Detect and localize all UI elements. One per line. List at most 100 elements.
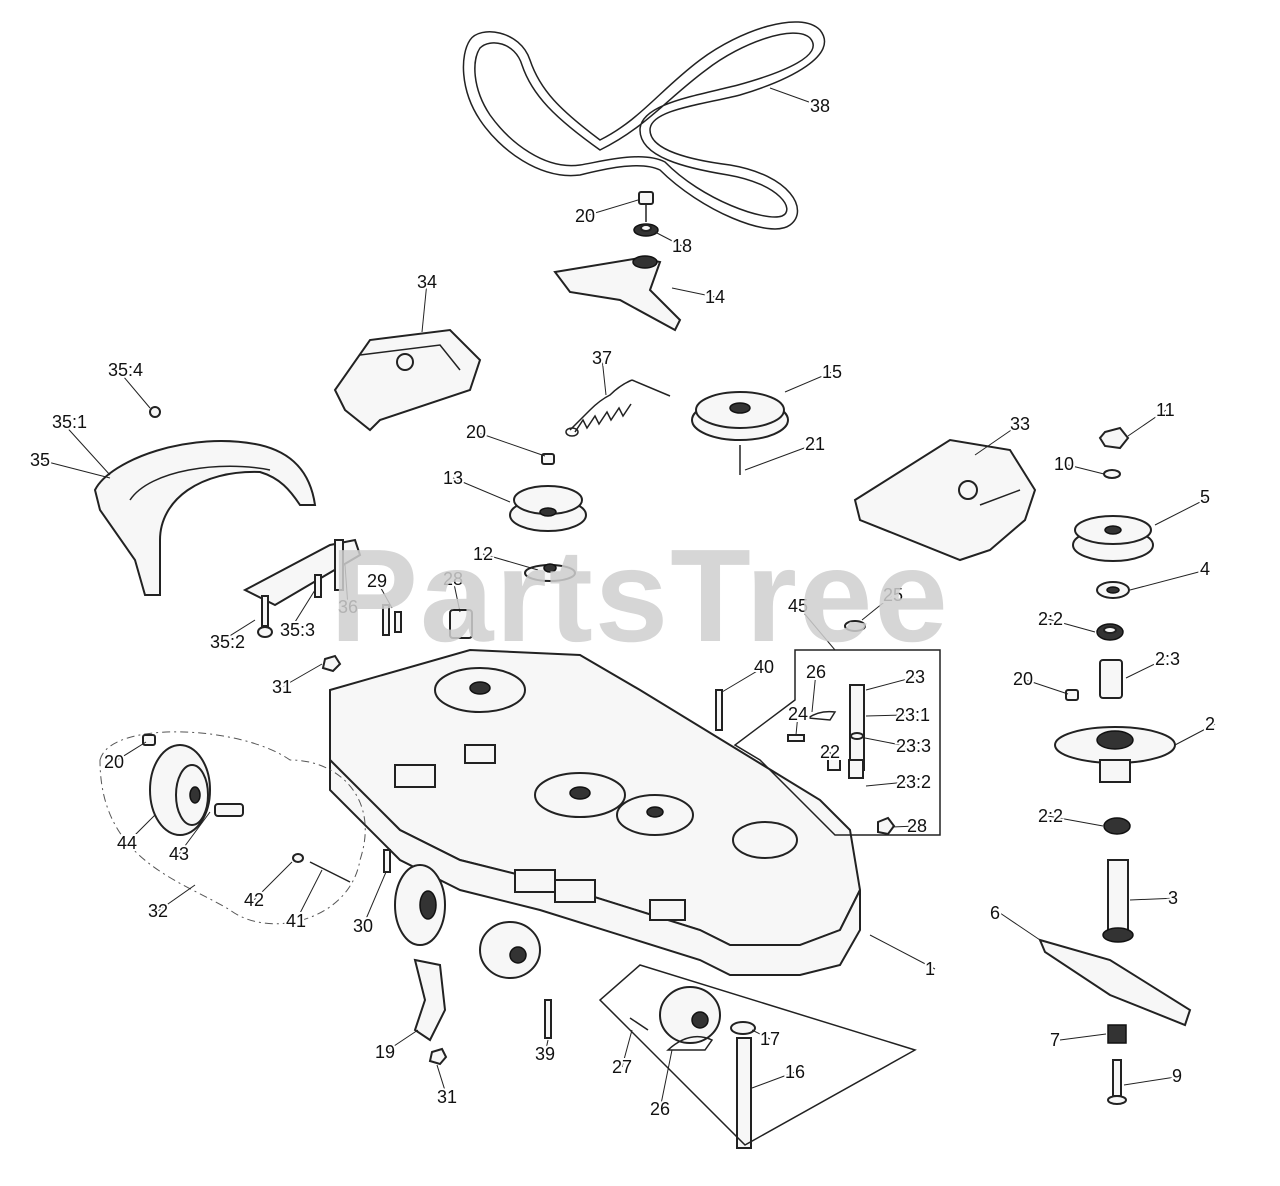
leader-line-c2_2b bbox=[1047, 815, 1104, 827]
callout-label-c20d: 20 bbox=[104, 752, 124, 772]
leader-line-c7 bbox=[1059, 1033, 1107, 1041]
callout-labels: 3820181434371535:435:1352021331110135124… bbox=[28, 87, 1217, 1121]
leader-line-c35_1 bbox=[61, 421, 111, 476]
pulley-part-13 bbox=[509, 485, 587, 532]
leader-line-c15 bbox=[784, 371, 833, 393]
leader-line-c13 bbox=[452, 477, 511, 503]
leader-line-c32 bbox=[157, 884, 196, 912]
leader-line-c27 bbox=[621, 1029, 633, 1068]
callout-label-c21: 21 bbox=[805, 434, 825, 454]
leader-line-c28b bbox=[891, 825, 918, 828]
leader-line-c36 bbox=[344, 564, 349, 608]
callout-label-c15: 15 bbox=[822, 362, 842, 382]
spindle-shaft-part-3 bbox=[1102, 859, 1134, 943]
callout-label-c23_2: 23:2 bbox=[896, 772, 931, 792]
washer-part-17 bbox=[730, 1021, 756, 1035]
leader-line-c18 bbox=[654, 231, 683, 247]
leader-line-c24 bbox=[795, 713, 799, 736]
deck-wheel-rear bbox=[659, 986, 721, 1044]
bracket-part-36 bbox=[242, 538, 362, 607]
bearing-part-2-2-top bbox=[1096, 623, 1124, 641]
washer-part-23-3 bbox=[850, 732, 864, 740]
leader-line-c2_3 bbox=[1125, 658, 1166, 679]
callout-label-c9: 9 bbox=[1172, 1066, 1182, 1086]
belt-cover-part-33 bbox=[853, 438, 1037, 562]
group-outline-32 bbox=[99, 731, 366, 925]
bracket-part-12 bbox=[524, 563, 576, 582]
callout-label-c44: 44 bbox=[117, 833, 137, 853]
leader-line-c11 bbox=[1127, 409, 1167, 437]
leader-line-c31b bbox=[436, 1064, 448, 1098]
callout-label-c29: 29 bbox=[367, 571, 387, 591]
leader-line-c1 bbox=[869, 934, 936, 970]
mower-deck-part-1 bbox=[329, 648, 862, 976]
callout-label-c28a: 28 bbox=[443, 569, 463, 589]
callout-label-c16: 16 bbox=[785, 1062, 805, 1082]
bolt-part-39 bbox=[544, 999, 552, 1039]
leader-line-c4 bbox=[1129, 568, 1211, 591]
callout-label-c33: 33 bbox=[1010, 414, 1030, 434]
leader-line-c35_3 bbox=[289, 589, 316, 631]
callout-label-c35_2: 35:2 bbox=[210, 632, 245, 652]
callout-label-c35_1: 35:1 bbox=[52, 412, 87, 432]
leader-line-c21 bbox=[744, 443, 816, 471]
bearing-part-18 bbox=[633, 223, 659, 237]
pin-part-35-3 bbox=[314, 574, 322, 598]
belt-cover-part-35 bbox=[93, 406, 317, 596]
callout-label-c2_2a: 2:2 bbox=[1038, 609, 1063, 629]
callout-label-c14: 14 bbox=[705, 287, 725, 307]
callout-label-c6: 6 bbox=[990, 903, 1000, 923]
callout-label-c26a: 26 bbox=[806, 662, 826, 682]
nut-part-20-mid bbox=[541, 453, 555, 465]
spacer-part-2-3 bbox=[1099, 659, 1123, 699]
leader-line-c6 bbox=[999, 912, 1041, 941]
belt-cover-part-34 bbox=[333, 328, 482, 432]
callout-label-c3: 3 bbox=[1168, 888, 1178, 908]
leader-line-c35 bbox=[39, 459, 111, 479]
leader-line-c38 bbox=[769, 87, 821, 107]
callout-label-c20b: 20 bbox=[466, 422, 486, 442]
leader-line-c33 bbox=[974, 423, 1021, 456]
leader-line-c37 bbox=[601, 357, 607, 396]
callout-label-c2: 2 bbox=[1205, 714, 1215, 734]
callout-label-c17: 17 bbox=[760, 1029, 780, 1049]
bolt-part-41 bbox=[309, 861, 351, 883]
bolt-part-30 bbox=[383, 849, 391, 873]
leader-line-c26a bbox=[811, 671, 817, 713]
leader-line-c9 bbox=[1123, 1075, 1183, 1086]
nut-part-20-top bbox=[638, 191, 654, 222]
clip-part-26-bottom bbox=[666, 1035, 714, 1051]
callout-label-c19: 19 bbox=[375, 1042, 395, 1062]
callout-label-c28b: 28 bbox=[907, 816, 927, 836]
leader-line-c14 bbox=[671, 287, 716, 298]
leader-line-c26b bbox=[659, 1049, 673, 1110]
callout-label-c23_1: 23:1 bbox=[895, 705, 930, 725]
callout-label-c23_3: 23:3 bbox=[896, 736, 931, 756]
group-outline-45 bbox=[733, 649, 941, 836]
blade-part-6 bbox=[1038, 938, 1192, 1027]
callout-label-c35_4: 35:4 bbox=[108, 360, 143, 380]
leader-line-c35_2 bbox=[219, 619, 256, 643]
callout-label-c36: 36 bbox=[338, 597, 358, 617]
callout-label-c2_3: 2:3 bbox=[1155, 649, 1180, 669]
leader-line-c3 bbox=[1129, 897, 1179, 901]
callout-label-c34: 34 bbox=[417, 272, 437, 292]
callout-label-c7: 7 bbox=[1050, 1030, 1060, 1050]
callout-label-c13: 13 bbox=[443, 468, 463, 488]
hub-part-7 bbox=[1107, 1024, 1127, 1044]
pin-part-40 bbox=[715, 689, 723, 731]
washer-part-42 bbox=[292, 853, 304, 863]
callout-label-c10: 10 bbox=[1054, 454, 1074, 474]
leader-line-c29 bbox=[376, 580, 393, 609]
callout-label-c27: 27 bbox=[612, 1057, 632, 1077]
pulley-part-15 bbox=[691, 391, 789, 475]
deck-wheel-front bbox=[394, 864, 446, 946]
clip-part-26-top bbox=[805, 710, 837, 721]
callout-label-c18: 18 bbox=[672, 236, 692, 256]
leader-line-c5 bbox=[1154, 496, 1211, 526]
nut-part-11 bbox=[1098, 426, 1130, 450]
bolt-part-29 bbox=[382, 604, 402, 636]
nut-part-20-spindle bbox=[1065, 689, 1079, 701]
leader-line-c16 bbox=[751, 1071, 796, 1089]
nut-part-31-bottom bbox=[428, 1047, 448, 1066]
